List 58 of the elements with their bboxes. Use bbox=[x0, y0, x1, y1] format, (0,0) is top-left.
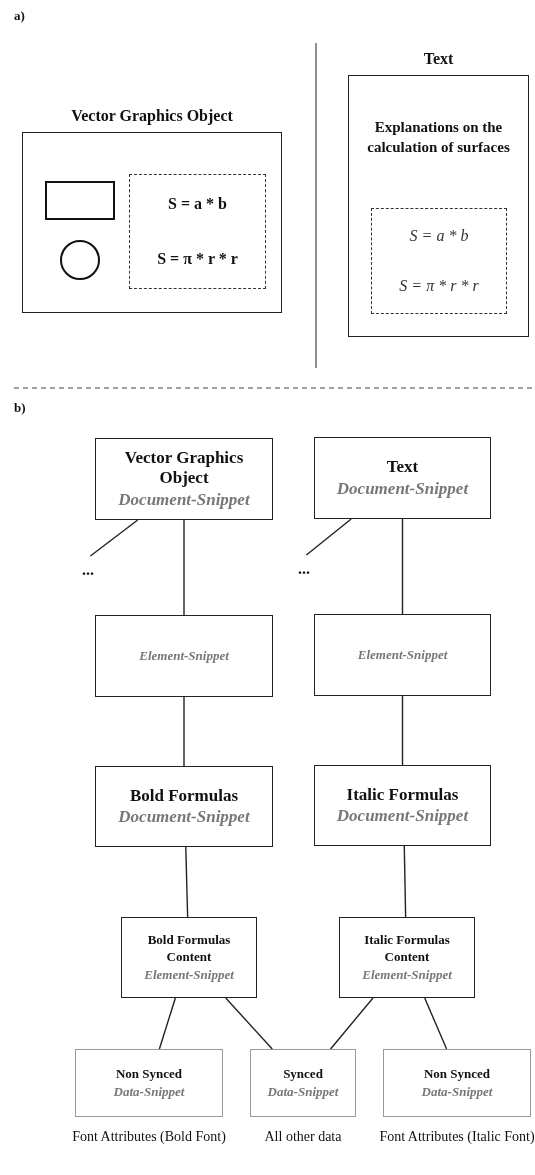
heading: Vector Graphics Object bbox=[70, 107, 234, 125]
connector-line bbox=[185, 846, 189, 918]
connector-line bbox=[183, 696, 185, 767]
node-title: Italic Formulas bbox=[346, 784, 459, 806]
formula-text: S = a * b bbox=[168, 195, 227, 214]
connector-line bbox=[329, 997, 374, 1050]
snippet-type: Document-Snippet bbox=[118, 806, 250, 828]
node-title: Vector Graphics Object bbox=[123, 448, 245, 489]
formula-text: S = π * r * r bbox=[157, 249, 238, 268]
snippet-box bbox=[121, 917, 257, 998]
ellipsis: ... bbox=[298, 561, 310, 577]
snippet-box bbox=[314, 765, 491, 846]
snippet-type: Data-Snippet bbox=[267, 1082, 339, 1101]
heading: Text bbox=[422, 50, 455, 68]
snippet-type: Document-Snippet bbox=[336, 805, 469, 827]
snippet-box bbox=[314, 437, 491, 519]
connector-line bbox=[401, 518, 404, 615]
snippet-type: Element-Snippet bbox=[139, 647, 229, 665]
snippet-type: Element-Snippet bbox=[357, 646, 448, 664]
caption-text: All other data bbox=[263, 1128, 343, 1146]
caption-text: Font Attributes (Italic Font) bbox=[378, 1128, 535, 1146]
node-title: Italic Formulas Content bbox=[363, 931, 451, 966]
snippet-type: Data-Snippet bbox=[113, 1082, 185, 1101]
snippet-box bbox=[95, 766, 273, 847]
node-title: Non Synced bbox=[423, 1065, 491, 1083]
connector-line bbox=[225, 997, 273, 1050]
ellipsis: ... bbox=[82, 562, 94, 578]
snippet-type: Element-Snippet bbox=[144, 965, 234, 984]
formula-box bbox=[371, 208, 507, 314]
connector-line bbox=[89, 519, 139, 557]
connector-line bbox=[403, 845, 407, 918]
formula-text: S = π * r * r bbox=[399, 277, 479, 295]
panel-label: b) bbox=[14, 400, 26, 416]
node-title: Text bbox=[386, 457, 419, 478]
node-title: Non Synced bbox=[115, 1065, 183, 1083]
snippet-type: Document-Snippet bbox=[118, 488, 250, 510]
snippet-box bbox=[339, 917, 475, 998]
rectangle-shape bbox=[45, 181, 115, 220]
node-title: Synced bbox=[283, 1065, 323, 1083]
connector-line bbox=[158, 997, 177, 1050]
panel-label: a) bbox=[14, 8, 25, 24]
formula-box bbox=[129, 174, 266, 289]
circle-shape bbox=[60, 240, 100, 280]
description-text: Explanations on the calculation of surfaces bbox=[366, 118, 511, 157]
snippet-type: Data-Snippet bbox=[421, 1082, 493, 1101]
caption-text: Font Attributes (Bold Font) bbox=[71, 1128, 227, 1146]
node-title: Bold Formulas bbox=[129, 785, 239, 807]
connector-line bbox=[424, 997, 448, 1050]
snippet-box bbox=[95, 438, 273, 520]
formula-text: S = a * b bbox=[409, 227, 469, 245]
node-title: Bold Formulas Content bbox=[146, 931, 232, 966]
connector-line bbox=[305, 518, 352, 556]
connector-line bbox=[183, 519, 185, 616]
snippet-type: Document-Snippet bbox=[336, 477, 469, 499]
snippet-box bbox=[314, 614, 491, 696]
connector-line bbox=[401, 695, 404, 766]
snippet-type: Element-Snippet bbox=[362, 965, 452, 984]
snippet-box bbox=[95, 615, 273, 697]
